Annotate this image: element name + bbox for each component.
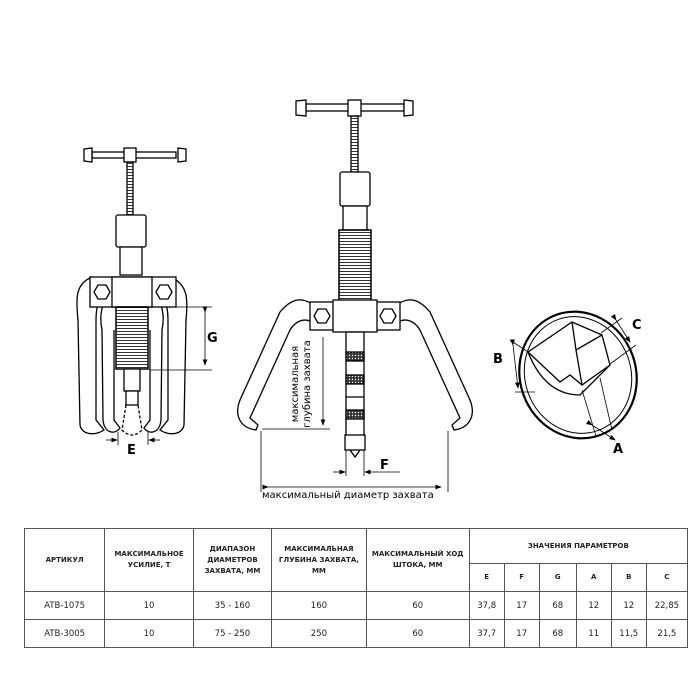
large-puller-drawing xyxy=(237,99,473,492)
table-row: ATB-1075 10 35 - 160 160 60 37,8 17 68 1… xyxy=(23,591,689,620)
puller-drawings xyxy=(76,99,638,492)
specs-table: АРТИКУЛ МАКСИМАЛЬНОЕ УСИЛИЕ, Т ДИАПАЗОН … xyxy=(23,528,689,648)
dimension-label-b: B xyxy=(493,352,503,367)
caption-line: глубина захвата xyxy=(302,340,313,428)
dimension-label-e: E xyxy=(127,443,136,458)
caption-line: максимальная xyxy=(290,345,301,423)
param-header: F xyxy=(503,563,540,592)
cell: 12 xyxy=(575,591,612,620)
param-header: G xyxy=(538,563,577,592)
header-parameters: ЗНАЧЕНИЯ ПАРАМЕТРОВ xyxy=(468,528,689,564)
cell: 17 xyxy=(503,591,540,620)
header-diameter-range: ДИАПАЗОН ДИАМЕТРОВ ЗАХВАТА, ММ xyxy=(192,528,273,592)
table-row: ATB-3005 10 75 - 250 250 60 37,7 17 68 1… xyxy=(23,619,689,648)
dimension-label-f: F xyxy=(380,458,389,473)
small-puller-drawing xyxy=(76,147,212,445)
cell: ATB-1075 xyxy=(23,591,106,620)
header-max-stroke: МАКСИМАЛЬНЫЙ ХОД ШТОКА, ММ xyxy=(365,528,470,592)
cell: 68 xyxy=(538,591,577,620)
cell: 22,85 xyxy=(645,591,689,620)
param-header: B xyxy=(610,563,647,592)
param-header: E xyxy=(468,563,505,592)
cell: 60 xyxy=(365,619,470,648)
cell: 10 xyxy=(104,619,194,648)
cell: ATB-3005 xyxy=(23,619,106,648)
dimension-label-a: A xyxy=(613,442,624,457)
cell: 10 xyxy=(104,591,194,620)
cell: 250 xyxy=(271,619,367,648)
cell: 12 xyxy=(610,591,647,620)
cell: 11,5 xyxy=(610,619,647,648)
cell: 160 xyxy=(271,591,367,620)
cell: 17 xyxy=(503,619,540,648)
cell: 37,7 xyxy=(468,619,505,648)
jaw-detail-drawing xyxy=(509,310,638,441)
max-diameter-caption: максимальный диаметр захвата xyxy=(262,490,434,501)
cell: 60 xyxy=(365,591,470,620)
cell: 35 - 160 xyxy=(192,591,273,620)
cell: 11 xyxy=(575,619,612,648)
param-header: A xyxy=(575,563,612,592)
param-header: C xyxy=(645,563,689,592)
header-article: АРТИКУЛ xyxy=(23,528,106,592)
cell: 21,5 xyxy=(645,619,689,648)
cell: 75 - 250 xyxy=(192,619,273,648)
dimension-label-g: G xyxy=(207,331,218,346)
cell: 68 xyxy=(538,619,577,648)
max-depth-caption: максимальная глубина захвата xyxy=(290,334,314,434)
header-max-force: МАКСИМАЛЬНОЕ УСИЛИЕ, Т xyxy=(104,528,194,592)
header-max-depth: МАКСИМАЛЬНАЯ ГЛУБИНА ЗАХВАТА, ММ xyxy=(271,528,367,592)
cell: 37,8 xyxy=(468,591,505,620)
dimension-label-c: C xyxy=(632,318,642,333)
